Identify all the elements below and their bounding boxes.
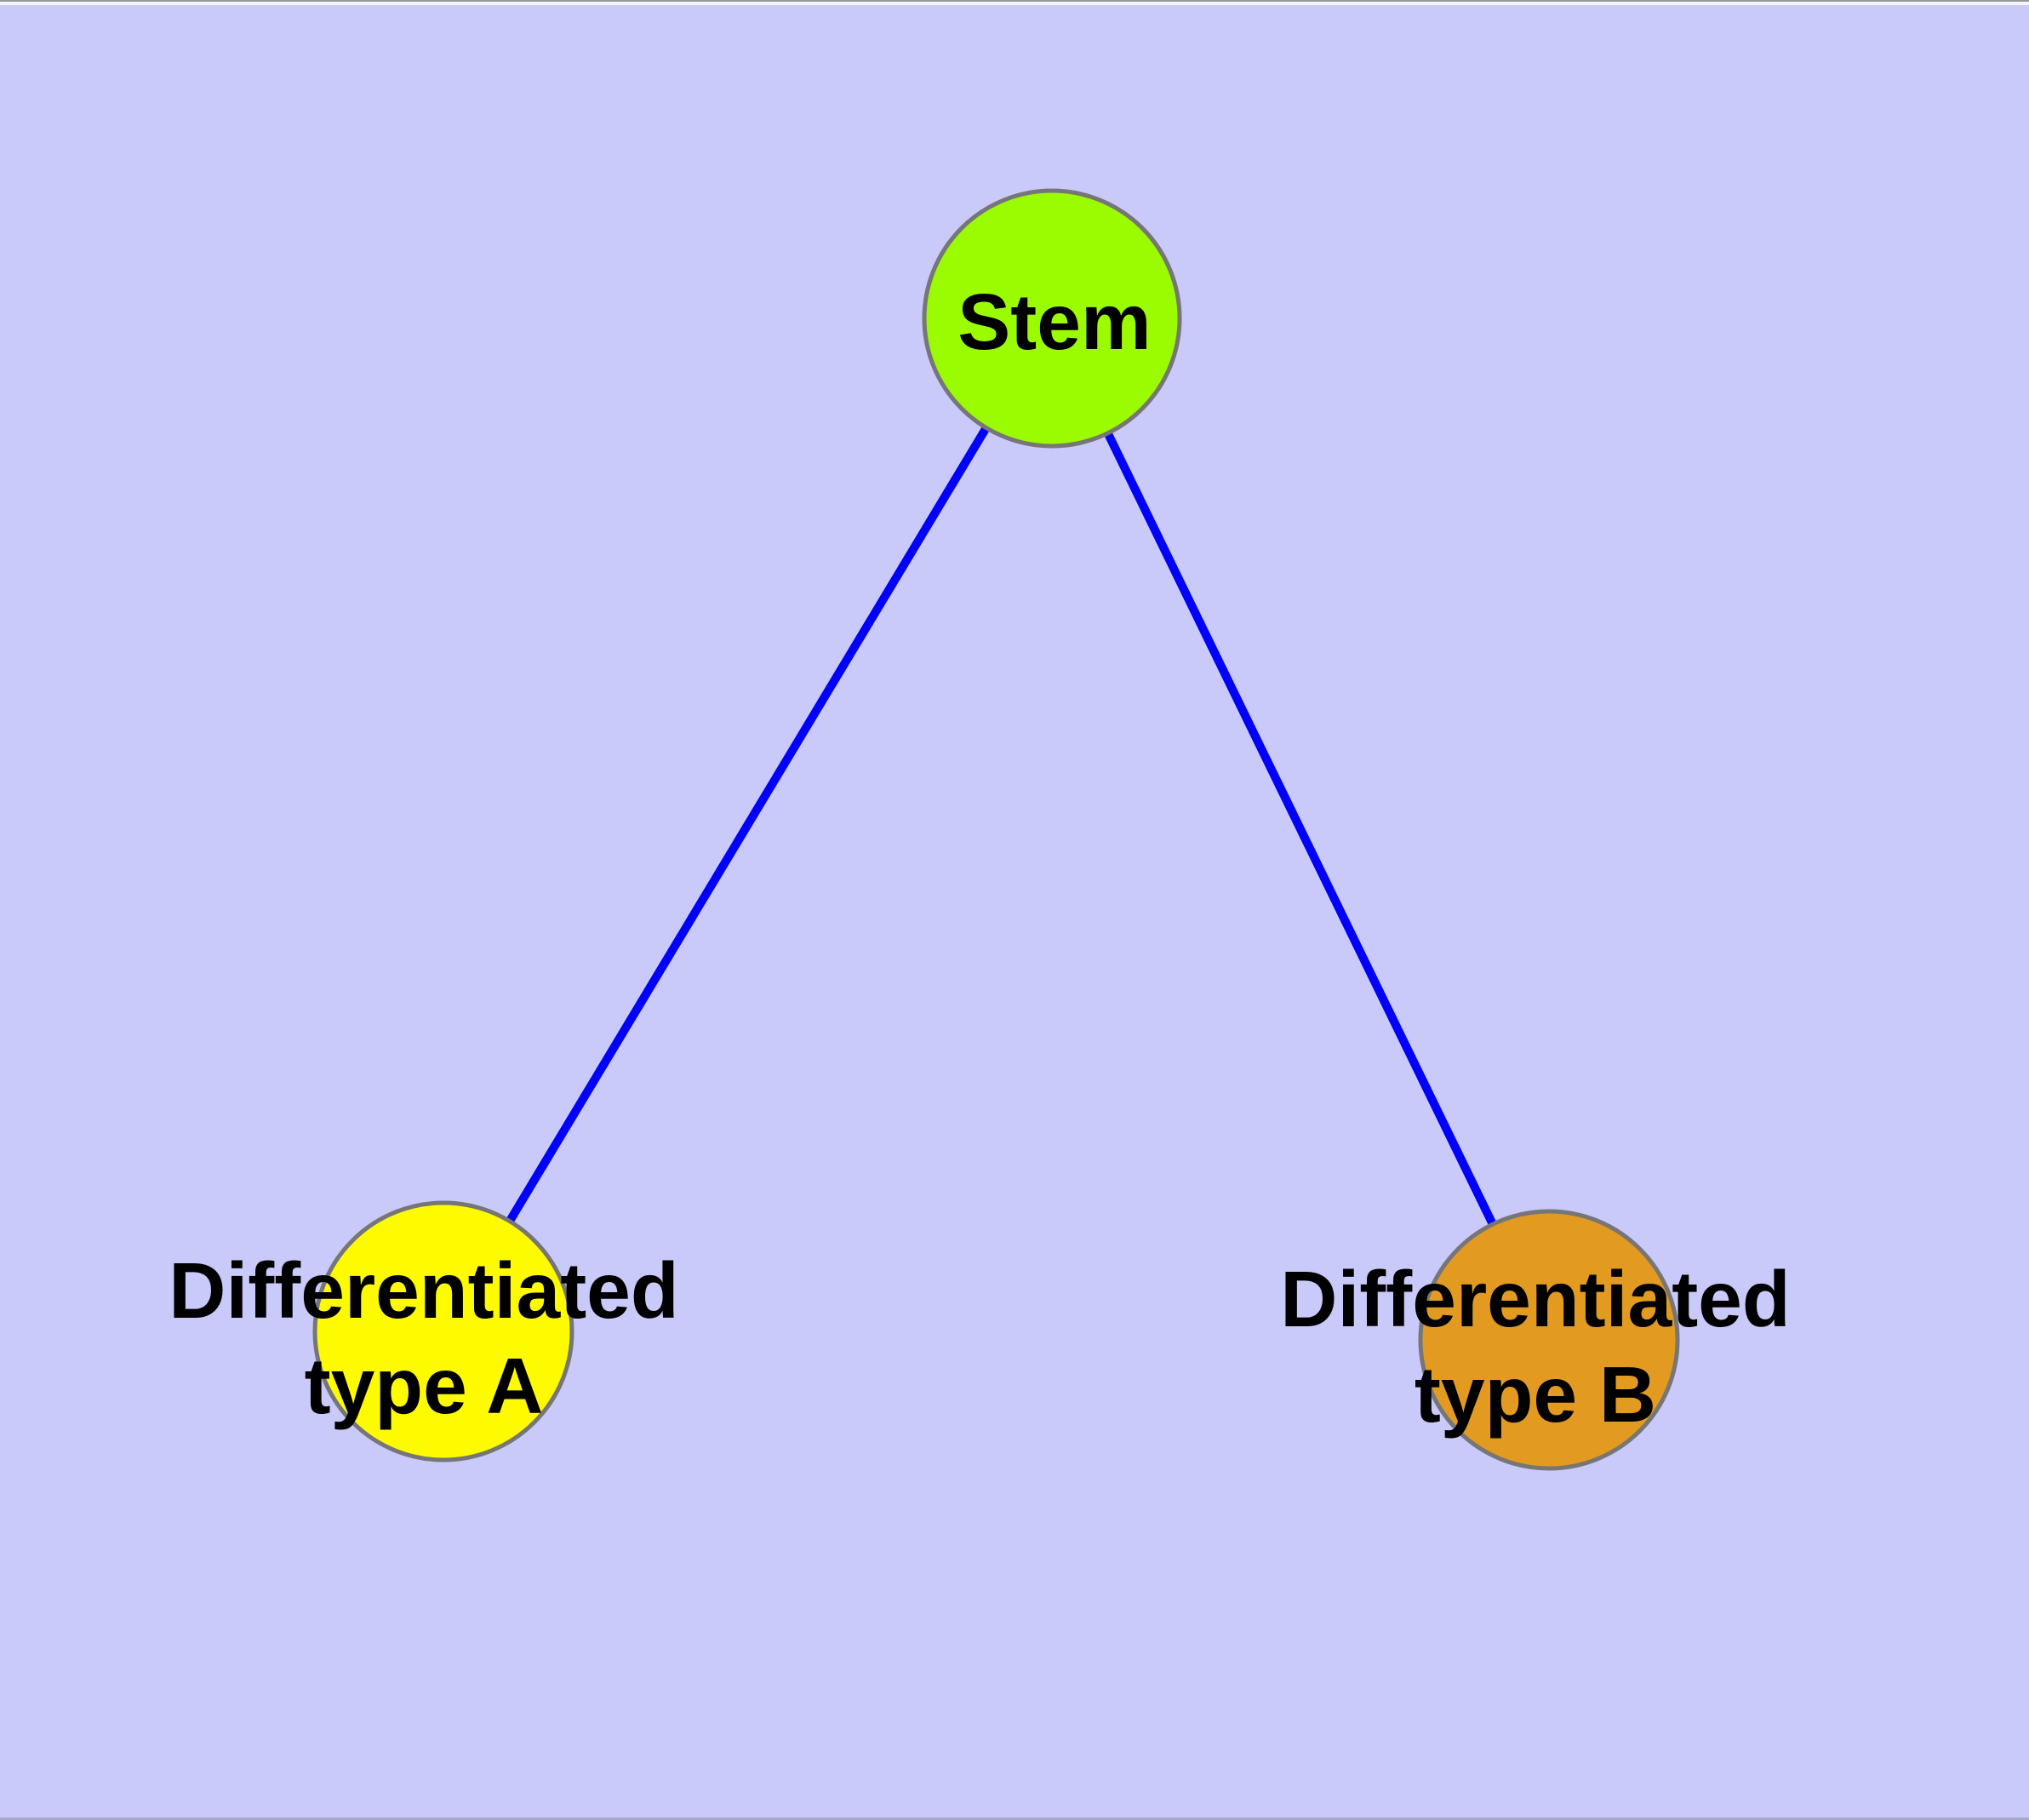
- node-differentiated-type-b-label-line-1: Differentiated: [1280, 1255, 1790, 1343]
- window-top-edge-strip: [0, 2, 2029, 5]
- node-differentiated-type-a-label-line-1: Differentiated: [169, 1246, 678, 1335]
- window-top-edge-line: [0, 0, 2029, 2]
- node-differentiated-type-a-label-line-2: type A: [305, 1342, 544, 1430]
- node-differentiated-type-a-circle: [312, 1200, 574, 1462]
- window-bottom-edge-strip: [0, 1817, 2029, 1820]
- node-differentiated-type-b-label-line-2: type B: [1415, 1350, 1656, 1439]
- node-differentiated-type-b-circle: [1418, 1209, 1680, 1471]
- node-stem-circle: [922, 188, 1182, 449]
- edge-stem-to-differentiated-type-a: [439, 316, 1056, 1334]
- edge-stem-to-differentiated-type-b: [1048, 316, 1553, 1342]
- node-stem-label-line-1: Stem: [957, 278, 1151, 366]
